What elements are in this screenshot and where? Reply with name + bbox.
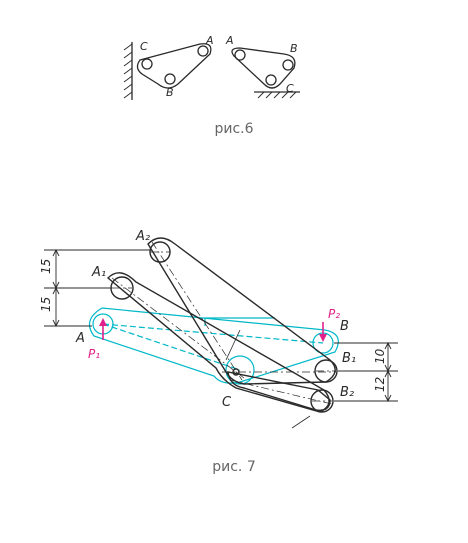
tail-stroke	[291, 415, 311, 429]
label-c: C	[222, 395, 232, 410]
label-a: A	[75, 331, 85, 346]
dimension-labels: 15 15 10 12	[39, 259, 387, 392]
figure-7-black-links	[106, 237, 338, 429]
fig6-right-link	[231, 47, 296, 89]
label-b: B	[340, 319, 349, 334]
dim-text-upper-right: 10	[373, 348, 387, 364]
cyan-centerline-ac	[102, 323, 241, 371]
fig6-label-b-right: B	[290, 42, 298, 55]
fig6-label-c-left: C	[140, 40, 148, 53]
label-p2: P₂	[328, 307, 340, 321]
fig6-left-link	[136, 43, 212, 89]
ground-hatching	[257, 91, 297, 99]
label-b2: B₂	[340, 385, 354, 400]
label-a1: A₁	[91, 265, 106, 280]
wall-hatching	[123, 43, 133, 99]
radius-line	[225, 329, 241, 361]
figure-7-cyan-position	[88, 307, 339, 385]
figure-7-labels: A₂ A₁ A B B₁ B₂ C	[75, 229, 356, 410]
figure-6-caption: рис.6	[214, 121, 254, 137]
fig6-right-joint-a	[234, 49, 246, 61]
figure-6-labels: C A B A B C	[140, 34, 298, 99]
fig6-right-joint-b	[282, 59, 294, 71]
fig6-label-a-right: A	[225, 34, 234, 47]
cyan-centerline-ab	[102, 323, 324, 344]
fig6-right-joint-c	[265, 74, 277, 86]
figure-6-drawing	[123, 42, 300, 100]
label-p1: P₁	[88, 347, 100, 361]
fig6-label-b-left: B	[166, 86, 174, 99]
dim-text-upper-left: 15	[39, 259, 53, 274]
force-arrows	[99, 318, 327, 342]
fig6-left-joint-a	[197, 45, 209, 57]
link-a2	[147, 237, 336, 385]
fig6-left-joint-c	[141, 58, 153, 70]
fig6-label-c-right: C	[286, 82, 294, 95]
label-a2: A₂	[135, 229, 150, 244]
label-b1: B₁	[342, 351, 356, 366]
dim-text-lower-left: 15	[39, 297, 53, 312]
black-centerlines	[111, 241, 336, 405]
dim-text-lower-right: 12	[373, 377, 387, 392]
figure-7-caption: рис. 7	[212, 459, 256, 475]
force-labels: P₁ P₂	[88, 307, 340, 361]
fig6-left-joint-b	[164, 73, 176, 85]
joint-b1	[314, 359, 338, 383]
force-p1-head	[99, 318, 107, 326]
dim-arrows-left	[52, 248, 60, 328]
dimension-lines	[44, 248, 398, 403]
dim-arrows-right	[384, 341, 392, 403]
cyan-link-outline	[88, 307, 339, 384]
fig6-label-a-left: A	[205, 34, 214, 47]
joint-b2	[310, 389, 334, 413]
link-a1	[106, 272, 330, 413]
cyan-joint-c	[225, 355, 255, 385]
force-p2-head	[319, 334, 327, 342]
